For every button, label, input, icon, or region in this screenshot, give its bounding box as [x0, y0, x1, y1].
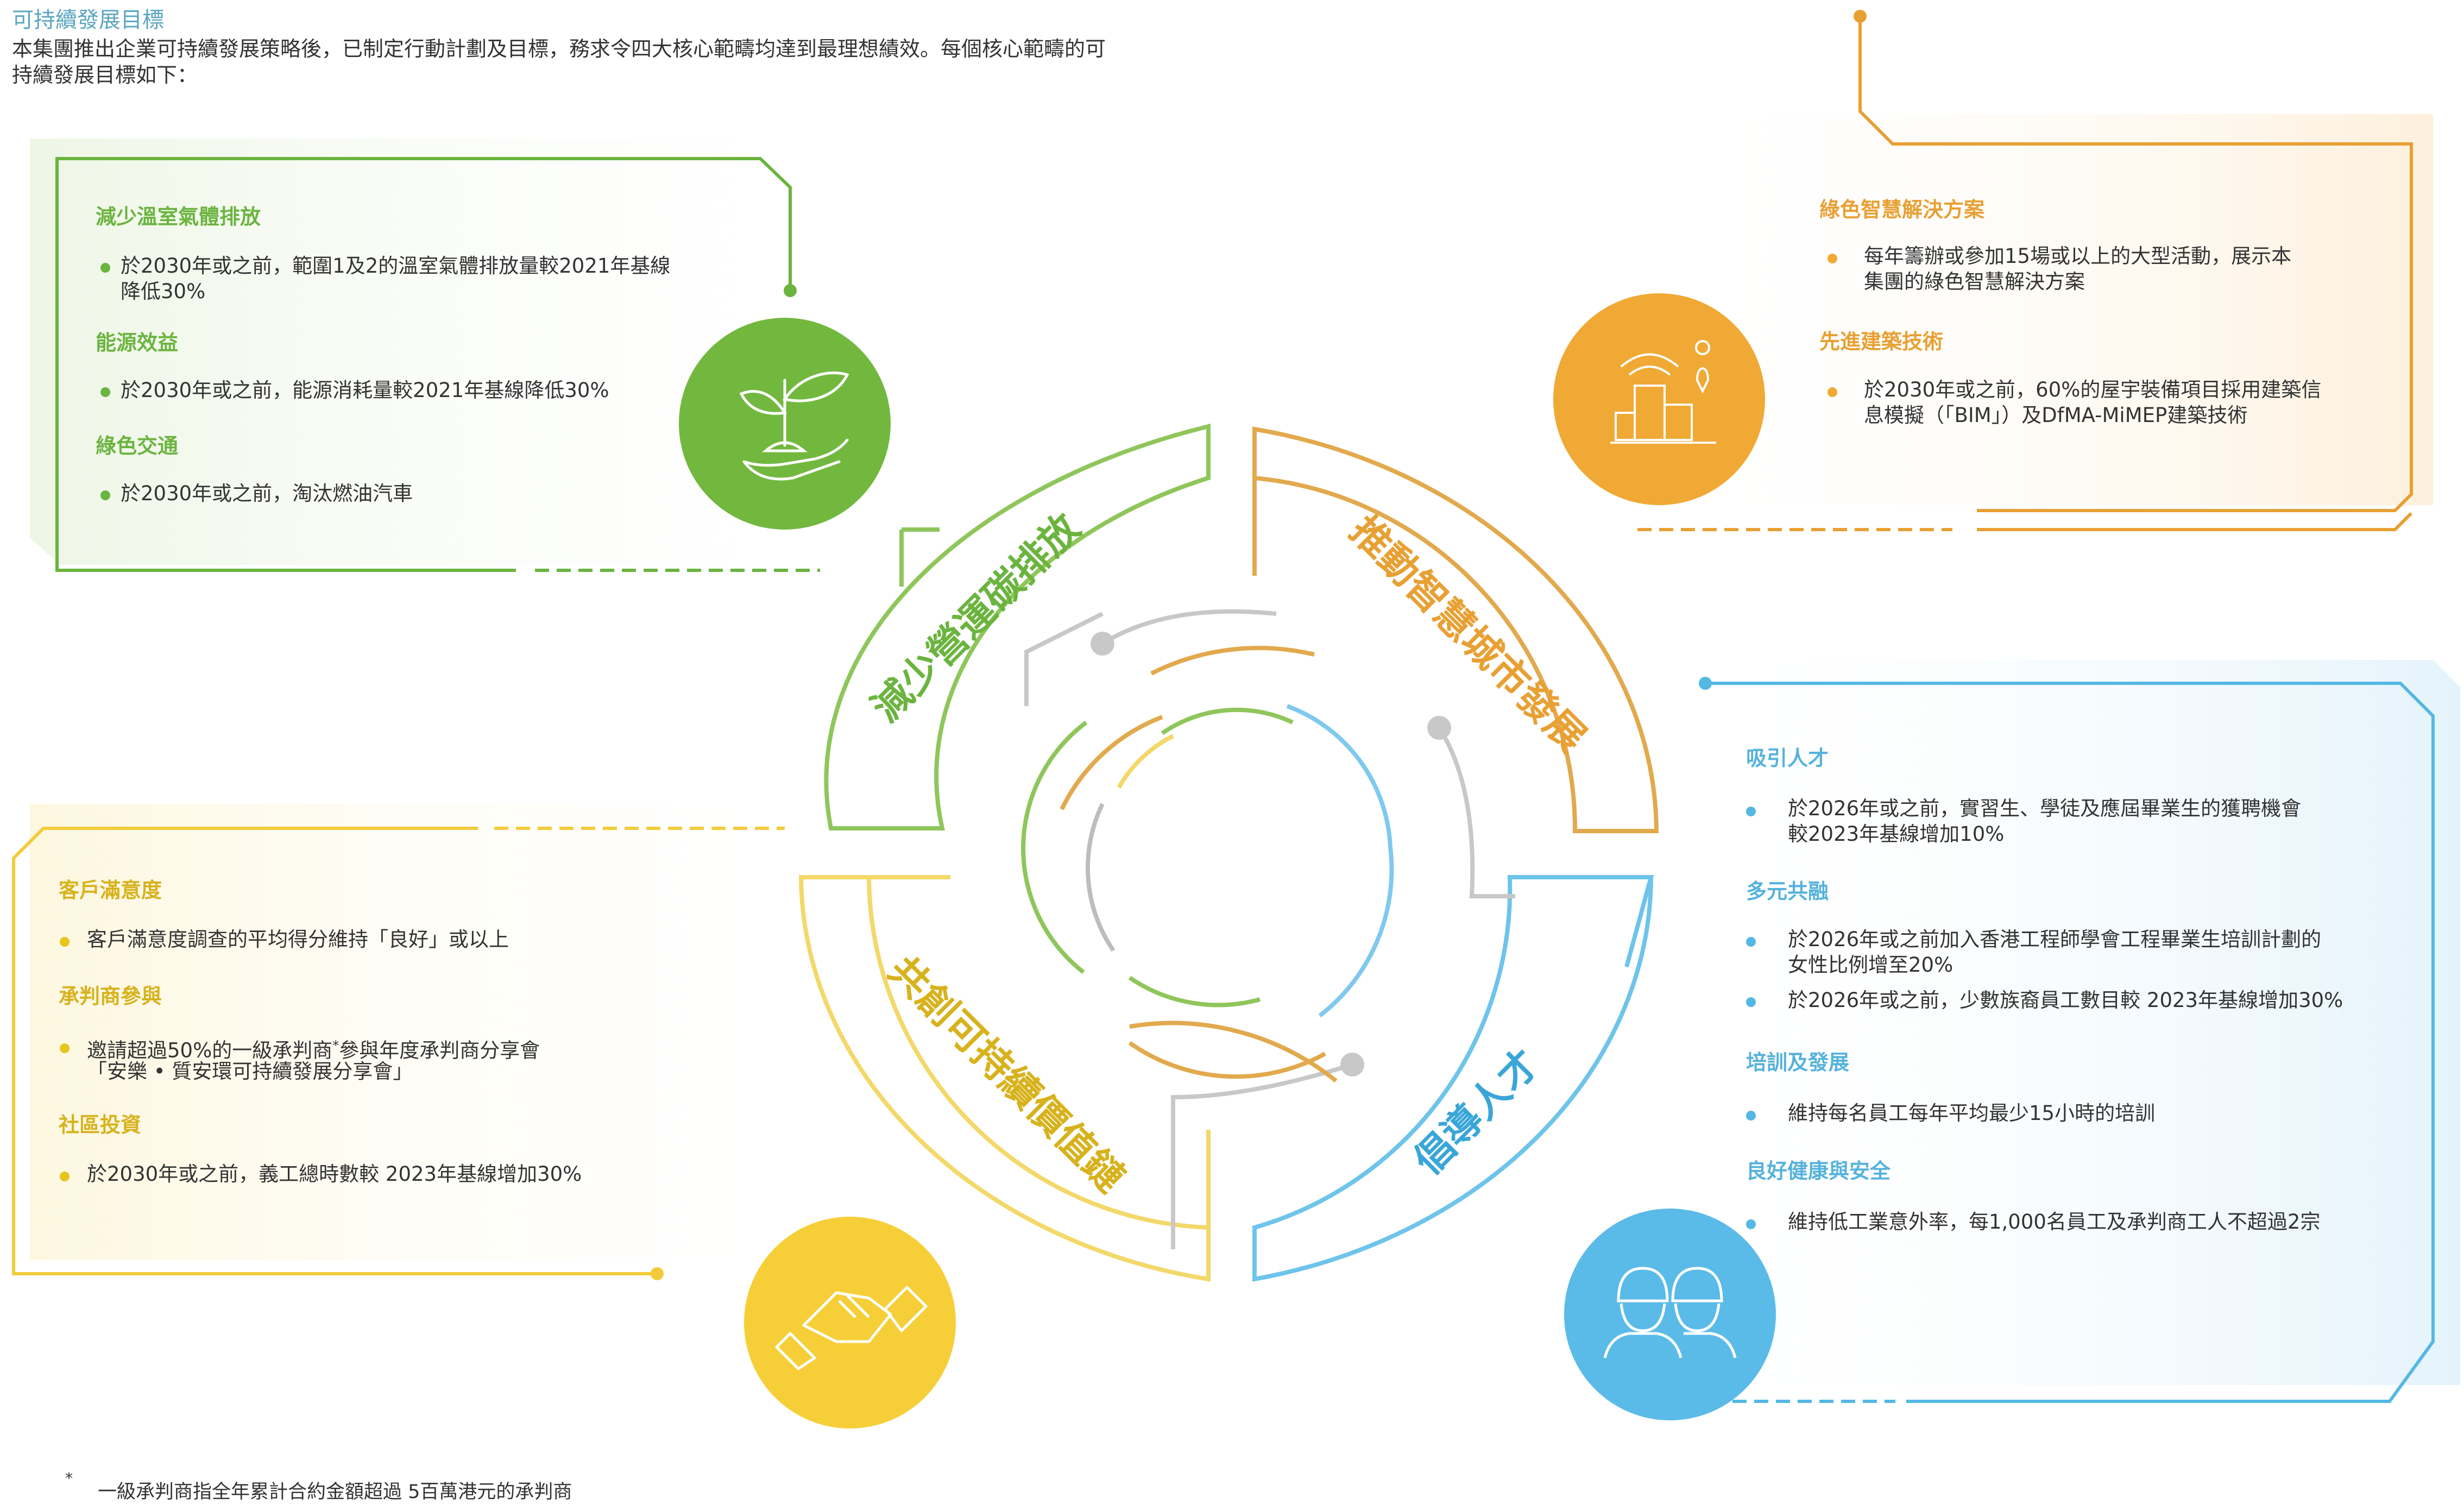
- yellow-item: 邀請超過50%的一級承判商*參與年度承判商分享會: [87, 1033, 540, 1063]
- bullet: [1746, 1111, 1756, 1121]
- blue-panel-bg: [1727, 660, 2460, 1385]
- green-panel-bg: [30, 139, 820, 565]
- blue-connector-dot: [1699, 677, 1712, 690]
- orange-panel-bg: [1711, 114, 2433, 505]
- orange-panel-bottom: [1977, 512, 2413, 531]
- blue-circle: [1564, 1209, 1776, 1420]
- smart-city-icon: [1610, 340, 1716, 444]
- bullet: [1746, 997, 1756, 1007]
- yellow-item: 客戶滿意度調查的平均得分維持「良好」或以上: [87, 928, 509, 951]
- yellow-item-part: 邀請超過50%的一級承判商: [87, 1039, 333, 1062]
- intro-paragraph: 本集團推出企業可持續發展策略後，已制定行動計劃及目標，務求令四大核心範疇均達到最…: [12, 37, 1106, 87]
- grey-node-bottom: [1340, 1053, 1364, 1077]
- blue-heading-2: 多元共融: [1746, 879, 1829, 903]
- orange-connector-dot: [1854, 10, 1867, 23]
- blue-heading-4: 良好健康與安全: [1746, 1159, 1891, 1183]
- green-arrow-segment: [824, 423, 1211, 830]
- yellow-panel-frame: [12, 827, 657, 1275]
- orange-panel-line: [1858, 16, 2413, 512]
- bullet: [100, 387, 110, 397]
- grey-connector-bottom: [1171, 1062, 1353, 1249]
- orange-item: 每年籌辦或參加15場或以上的大型活動，展示本: [1864, 244, 2292, 268]
- grey-connector-top: [1101, 609, 1277, 646]
- yellow-heading-1: 客戶滿意度: [59, 878, 162, 902]
- yellow-item-part: 參與年度承判商分享會: [339, 1039, 540, 1062]
- handshake-icon: [775, 1286, 928, 1370]
- blue-item: 維持每名員工每年平均最少15小時的培訓: [1788, 1102, 2156, 1125]
- orange-heading-1: 綠色智慧解決方案: [1819, 198, 1985, 222]
- grey-node-right: [1427, 716, 1451, 740]
- green-item: 降低30%: [121, 280, 206, 303]
- green-item: 於2030年或之前，能源消耗量較2021年基線降低30%: [121, 379, 609, 402]
- workers-helmet-icon: [1603, 1267, 1737, 1358]
- footnote-mark: *: [65, 1469, 73, 1487]
- yellow-arrow-tab: [801, 875, 1211, 1279]
- green-heading-1: 減少溫室氣體排放: [96, 205, 261, 229]
- green-heading-2: 能源效益: [96, 331, 179, 355]
- bullet: [1827, 387, 1837, 397]
- yellow-connector-dot: [651, 1267, 664, 1280]
- yellow-panel-bg: [30, 804, 782, 1260]
- inner-arcs: [1021, 645, 1394, 1083]
- page-title: 可持續發展目標: [12, 8, 164, 33]
- grey-node-top: [1091, 632, 1114, 656]
- yellow-heading-3: 社區投資: [59, 1113, 142, 1137]
- green-arrow-tab: [899, 527, 940, 587]
- yellow-heading-2: 承判商參與: [59, 984, 162, 1008]
- blue-item: 於2026年或之前，實習生、學徒及應屆畢業生的獲聘機會: [1788, 797, 2302, 820]
- blue-arrow-segment: [1252, 875, 1654, 1282]
- yellow-circle: [744, 1217, 956, 1429]
- green-heading-3: 綠色交通: [96, 434, 179, 458]
- blue-item: 女性比例增至20%: [1788, 953, 1953, 977]
- blue-arrow-tab: [1510, 875, 1654, 968]
- green-panel-frame: [55, 157, 792, 572]
- green-item: 於2030年或之前，範圍1及2的溫室氣體排放量較2021年基線: [121, 254, 671, 278]
- bullet: [60, 1043, 70, 1053]
- orange-item: 息模擬（「BIM」）及DfMA-MiMEP建築技術: [1864, 404, 2248, 427]
- bullet: [100, 263, 110, 273]
- yellow-item: 「安樂 • 質安環可持續發展分享會」: [87, 1060, 413, 1083]
- blue-heading-1: 吸引人才: [1746, 746, 1829, 770]
- bullet: [1827, 254, 1837, 263]
- blue-item: 於2026年或之前加入香港工程師學會工程畢業生培訓計劃的: [1788, 928, 2322, 951]
- blue-item: 維持低工業意外率，每1,000名員工及承判商工人不超過2宗: [1788, 1210, 2321, 1234]
- orange-item: 集團的綠色智慧解決方案: [1864, 270, 2085, 293]
- bullet: [60, 1172, 70, 1181]
- bullet: [1746, 937, 1756, 947]
- plant-in-hand-icon: [739, 371, 849, 481]
- bullet: [100, 490, 110, 500]
- blue-item: 較2023年基線增加10%: [1788, 822, 2005, 846]
- blue-item: 於2026年或之前，少數族裔員工數目較 2023年基線增加30%: [1788, 989, 2343, 1012]
- blue-panel-frame: [1705, 682, 2435, 1403]
- yellow-item: 於2030年或之前，義工總時數較 2023年基線增加30%: [87, 1162, 582, 1186]
- green-item: 於2030年或之前，淘汰燃油汽車: [121, 482, 413, 505]
- orange-heading-2: 先進建築技術: [1819, 330, 1944, 354]
- orange-arrow-segment: [1252, 426, 1659, 833]
- green-connector-dot: [784, 284, 797, 297]
- bullet: [60, 937, 70, 947]
- bullet: [1746, 1219, 1756, 1229]
- grey-connector-left: [1024, 612, 1104, 706]
- grey-connector-right: [1437, 726, 1515, 898]
- orange-item: 於2030年或之前，60%的屋宇裝備項目採用建築信: [1864, 378, 2322, 401]
- footnote-marker: *: [332, 1038, 339, 1053]
- blue-heading-3: 培訓及發展: [1746, 1050, 1850, 1074]
- footnote-text: 一級承判商指全年累計合約金額超過 5百萬港元的承判商: [98, 1481, 572, 1503]
- bullet: [1746, 807, 1756, 816]
- orange-circle: [1553, 293, 1765, 505]
